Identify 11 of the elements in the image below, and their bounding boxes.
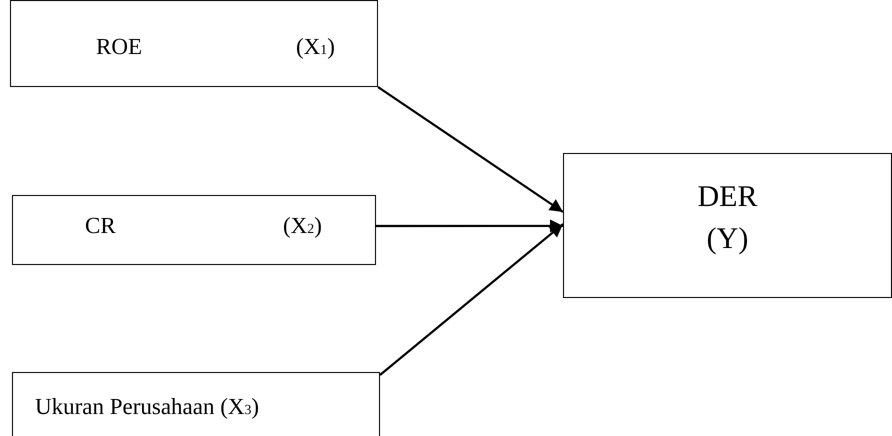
variable-label: DER (696, 182, 758, 212)
variable-label: (Y) (706, 224, 750, 254)
arrow (379, 223, 564, 376)
variable-box (12, 195, 376, 265)
arrow (376, 219, 563, 233)
variable-label: CR (85, 214, 116, 237)
variable-label: ROE (96, 35, 142, 58)
variable-box (10, 0, 378, 87)
arrow (377, 86, 564, 213)
variable-box (12, 372, 380, 436)
variable-box (563, 153, 892, 298)
